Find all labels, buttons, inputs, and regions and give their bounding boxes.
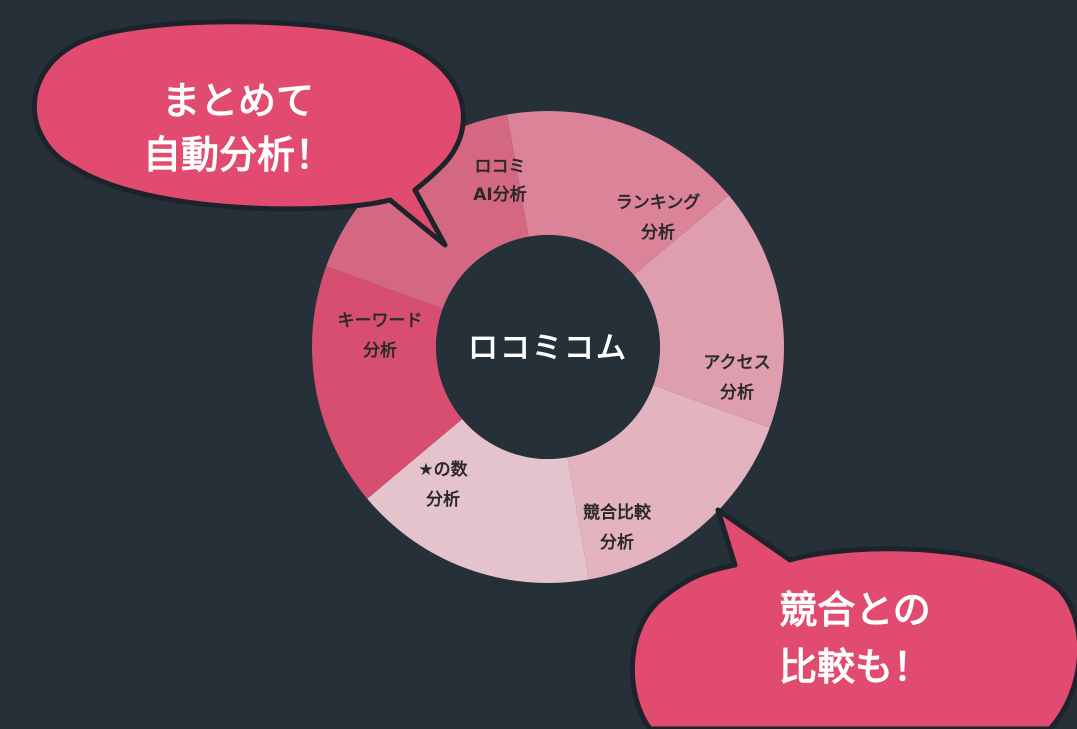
segment-label-competitor-line1: 競合比較: [583, 502, 652, 523]
segment-label-stars-line1: ★の数: [418, 459, 468, 480]
bubble-bottom-line1: 競合との: [779, 588, 931, 632]
donut-center: [436, 235, 660, 459]
donut-segment-access: [567, 385, 770, 580]
segment-label-ai-line2: AI分析: [473, 184, 526, 205]
segment-labels: ロコミ AI分析 ランキング 分析 アクセス 分析 競合比較 分析 ★の数 分析…: [338, 157, 771, 553]
donut-segment-competitor: [367, 418, 589, 583]
speech-bubble-auto-analysis: まとめて 自動分析！: [31, 19, 466, 248]
speech-bubble-competitor: 競合との 比較も！: [629, 507, 1077, 729]
segment-label-access-line2: 分析: [720, 382, 754, 403]
bubble-top-line1: まとめて: [162, 79, 314, 123]
donut-segment-stars: [312, 266, 463, 499]
center-logo-text: ロコミコム: [468, 331, 628, 366]
segment-label-ranking-line1: ランキング: [616, 192, 701, 213]
segment-label-keyword-line2: 分析: [363, 340, 397, 361]
donut-segment-ai: [507, 111, 729, 276]
segment-label-competitor-line2: 分析: [600, 532, 634, 553]
donut-segment-ranking: [633, 195, 784, 428]
bubble-shape-top: [31, 19, 466, 248]
bubble-top-line2: 自動分析！: [143, 133, 333, 177]
bubble-shape-bottom: [629, 507, 1077, 729]
bubble-bottom-line2: 比較も！: [779, 645, 931, 689]
segment-label-access-line1: アクセス: [703, 353, 770, 373]
donut-ring: [312, 111, 784, 583]
segment-label-ai-line1: ロコミ: [475, 157, 526, 177]
segment-label-stars-line2: 分析: [426, 489, 460, 510]
segment-label-ranking-line2: 分析: [641, 222, 675, 243]
segment-label-keyword-line1: キーワード: [338, 311, 423, 331]
